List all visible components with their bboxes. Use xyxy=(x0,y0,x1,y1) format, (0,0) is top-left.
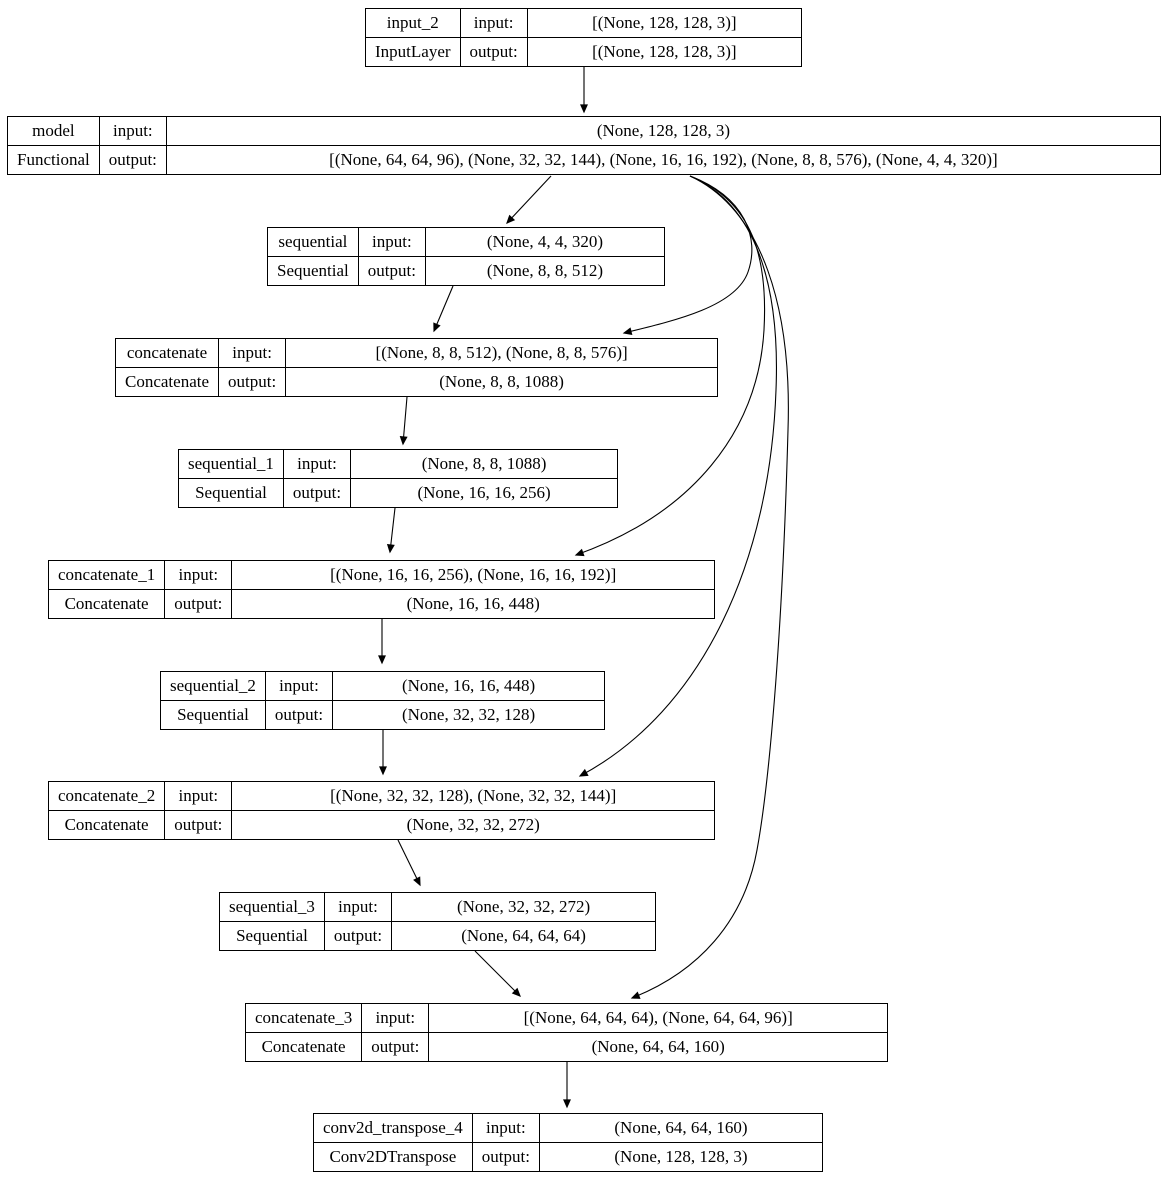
input-shape: [(None, 32, 32, 128), (None, 32, 32, 144… xyxy=(231,781,715,811)
node-input_2: input_2 input: [(None, 128, 128, 3)] Inp… xyxy=(365,8,803,67)
node-conv2d_transpose_4: conv2d_transpose_4 input: (None, 64, 64,… xyxy=(313,1113,824,1172)
input-label: input: xyxy=(282,449,352,479)
input-label: input: xyxy=(98,116,167,146)
output-label: output: xyxy=(164,589,233,619)
edge-model-concatenate_3 xyxy=(630,175,789,999)
node-name: concatenate_3 xyxy=(244,1003,363,1033)
input-shape: [(None, 8, 8, 512), (None, 8, 8, 576)] xyxy=(285,338,718,368)
edge-model-concatenate xyxy=(622,175,753,336)
output-shape: (None, 8, 8, 1088) xyxy=(285,367,718,397)
edge-concatenate-sequential_1 xyxy=(399,396,408,446)
output-shape: (None, 64, 64, 64) xyxy=(391,921,656,951)
node-name: sequential_1 xyxy=(178,449,284,479)
node-sequential_1: sequential_1 input: (None, 8, 8, 1088) S… xyxy=(178,449,618,508)
node-type: Concatenate xyxy=(47,810,166,840)
input-label: input: xyxy=(357,227,426,257)
node-type: Sequential xyxy=(178,478,284,508)
edge-sequential_3-concatenate_3 xyxy=(474,950,521,997)
node-type: Concatenate xyxy=(244,1032,363,1062)
node-concatenate_1: concatenate_1 input: [(None, 16, 16, 256… xyxy=(47,560,715,619)
node-concatenate_3: concatenate_3 input: [(None, 64, 64, 64)… xyxy=(244,1003,888,1062)
node-type: InputLayer xyxy=(365,37,461,67)
output-label: output: xyxy=(323,921,393,951)
node-name: conv2d_transpose_4 xyxy=(313,1113,473,1143)
output-label: output: xyxy=(357,256,426,286)
output-shape: (None, 16, 16, 256) xyxy=(350,478,618,508)
node-name: sequential_3 xyxy=(219,892,325,922)
output-shape: [(None, 64, 64, 96), (None, 32, 32, 144)… xyxy=(165,145,1162,175)
output-shape: (None, 16, 16, 448) xyxy=(231,589,715,619)
node-type: Concatenate xyxy=(114,367,220,397)
node-name: concatenate_2 xyxy=(47,781,166,811)
output-shape: (None, 32, 32, 272) xyxy=(231,810,715,840)
node-sequential: sequential input: (None, 4, 4, 320) Sequ… xyxy=(267,227,666,286)
output-label: output: xyxy=(164,810,233,840)
node-name: sequential_2 xyxy=(160,671,266,701)
input-shape: [(None, 16, 16, 256), (None, 16, 16, 192… xyxy=(231,560,715,590)
output-label: output: xyxy=(218,367,287,397)
output-shape: (None, 8, 8, 512) xyxy=(424,256,666,286)
edge-model-concatenate_1 xyxy=(574,175,766,557)
node-name: input_2 xyxy=(365,8,461,38)
edge-sequential_1-concatenate_1 xyxy=(386,507,396,554)
output-shape: (None, 64, 64, 160) xyxy=(428,1032,888,1062)
output-shape: (None, 32, 32, 128) xyxy=(332,700,605,730)
edge-concatenate_2-sequential_3 xyxy=(397,839,421,887)
output-label: output: xyxy=(361,1032,430,1062)
input-shape: (None, 64, 64, 160) xyxy=(538,1113,824,1143)
input-label: input: xyxy=(361,1003,430,1033)
input-shape: (None, 4, 4, 320) xyxy=(424,227,666,257)
node-model: model input: (None, 128, 128, 3) Functio… xyxy=(7,116,1162,175)
node-type: Concatenate xyxy=(47,589,166,619)
node-type: Functional xyxy=(7,145,100,175)
node-sequential_2: sequential_2 input: (None, 16, 16, 448) … xyxy=(160,671,605,730)
input-label: input: xyxy=(471,1113,540,1143)
node-name: concatenate xyxy=(114,338,220,368)
input-label: input: xyxy=(323,892,393,922)
node-type: Sequential xyxy=(219,921,325,951)
output-label: output: xyxy=(98,145,167,175)
input-label: input: xyxy=(459,8,528,38)
input-shape: (None, 32, 32, 272) xyxy=(391,892,656,922)
edge-sequential-concatenate xyxy=(433,285,454,333)
node-type: Sequential xyxy=(160,700,266,730)
input-shape: (None, 8, 8, 1088) xyxy=(350,449,618,479)
input-label: input: xyxy=(164,560,233,590)
input-shape: [(None, 64, 64, 64), (None, 64, 64, 96)] xyxy=(428,1003,888,1033)
input-label: input: xyxy=(218,338,287,368)
output-shape: [(None, 128, 128, 3)] xyxy=(526,37,803,67)
input-shape: (None, 128, 128, 3) xyxy=(165,116,1162,146)
output-label: output: xyxy=(282,478,352,508)
output-label: output: xyxy=(264,700,334,730)
output-label: output: xyxy=(471,1142,540,1172)
node-type: Conv2DTranspose xyxy=(313,1142,473,1172)
output-shape: (None, 128, 128, 3) xyxy=(538,1142,824,1172)
input-label: input: xyxy=(264,671,334,701)
node-name: model xyxy=(7,116,100,146)
node-type: Sequential xyxy=(267,256,359,286)
input-shape: (None, 16, 16, 448) xyxy=(332,671,605,701)
node-sequential_3: sequential_3 input: (None, 32, 32, 272) … xyxy=(219,892,656,951)
node-name: concatenate_1 xyxy=(47,560,166,590)
node-concatenate_2: concatenate_2 input: [(None, 32, 32, 128… xyxy=(47,781,715,840)
input-shape: [(None, 128, 128, 3)] xyxy=(526,8,803,38)
input-label: input: xyxy=(164,781,233,811)
node-concatenate: concatenate input: [(None, 8, 8, 512), (… xyxy=(114,338,718,397)
output-label: output: xyxy=(459,37,528,67)
node-name: sequential xyxy=(267,227,359,257)
edge-model-sequential xyxy=(506,175,552,224)
